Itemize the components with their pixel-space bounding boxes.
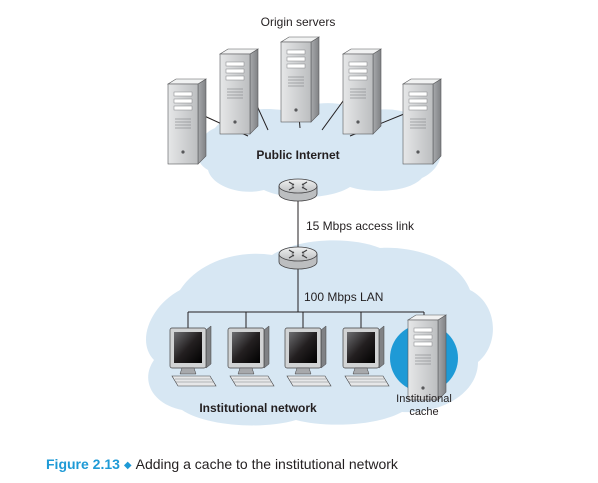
lan-label: 100 Mbps LAN [304, 290, 383, 304]
institutional-host-4 [342, 325, 390, 387]
cache-label-line1: Institutional [396, 393, 452, 405]
institutional-host-3 [284, 325, 332, 387]
lan-bus [187, 264, 425, 328]
network-diagram: Origin servers Public Internet 15 Mbps a… [146, 15, 493, 426]
figure-caption: Figure 2.13◆Adding a cache to the instit… [46, 456, 398, 472]
internet-router-icon [278, 178, 318, 202]
caption-text: Adding a cache to the institutional netw… [135, 456, 398, 472]
access-link-label: 15 Mbps access link [306, 219, 415, 233]
institutional-cache-server [407, 314, 447, 401]
figure-number: Figure 2.13 [46, 456, 120, 472]
cache-label-line2: cache [409, 406, 438, 418]
institutional-network-label: Institutional network [199, 401, 317, 415]
origin-server-4 [342, 48, 382, 135]
institutional-host-1 [169, 325, 217, 387]
origin-server-2 [219, 48, 259, 135]
origin-server-1 [167, 78, 207, 165]
origin-servers-label: Origin servers [261, 15, 336, 29]
origin-server-5 [402, 78, 442, 165]
institutional-host-2 [227, 325, 275, 387]
origin-server-3 [280, 36, 320, 123]
institutional-router-icon [278, 246, 318, 270]
public-internet-label: Public Internet [256, 148, 339, 162]
caption-separator-icon: ◆ [123, 460, 132, 471]
